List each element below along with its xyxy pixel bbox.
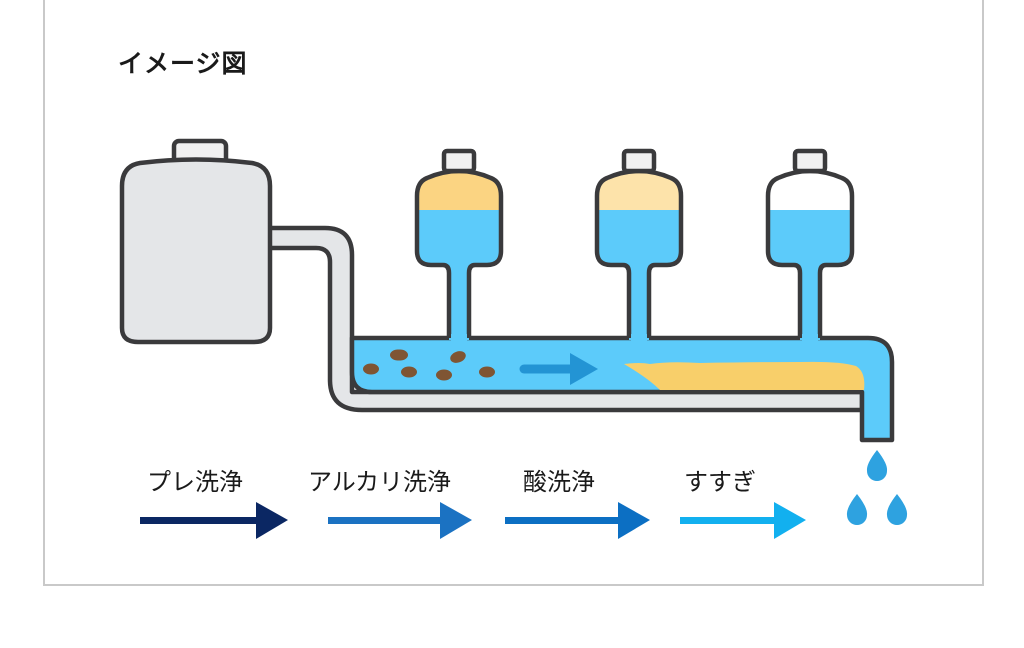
- bottle-cap: [792, 148, 828, 174]
- step-arrow-shaft: [140, 517, 258, 524]
- water-drop: [846, 494, 868, 525]
- bottle-neck-joint: [631, 334, 647, 342]
- step-arrow-head: [440, 502, 472, 539]
- dirt-particle: [363, 363, 379, 375]
- bottle-cap: [621, 148, 657, 174]
- step-arrow: [328, 502, 472, 539]
- step-label-rinse: すすぎ: [684, 468, 756, 496]
- step-arrow-head: [774, 502, 806, 539]
- bottle-water: [768, 210, 852, 340]
- supply-pipe: [263, 225, 865, 413]
- step-label-alkali-wash: アルカリ洗浄: [308, 468, 452, 496]
- water-drop: [866, 450, 888, 481]
- bottle-neck-joint: [802, 334, 818, 342]
- bottle-water: [597, 210, 681, 340]
- bottle-neck-joint: [451, 334, 467, 342]
- dirt-particle: [479, 366, 495, 378]
- pipe-body: [263, 225, 865, 413]
- diagram-title: イメージ図: [118, 49, 248, 78]
- step-arrow-shaft: [505, 517, 620, 524]
- water-drop: [886, 494, 908, 525]
- step-arrow: [505, 502, 650, 539]
- dirt-particle: [401, 366, 417, 378]
- residue-film: [624, 361, 865, 390]
- step-arrow-head: [618, 502, 650, 539]
- dirt-particle: [436, 369, 452, 381]
- acid-bottle: [594, 148, 684, 342]
- bottle-water: [417, 210, 501, 340]
- main-tank: [119, 138, 273, 345]
- dirt-particle: [390, 349, 406, 361]
- step-arrow-shaft: [680, 517, 776, 524]
- step-arrow: [140, 502, 288, 539]
- step-arrow-head: [256, 502, 288, 539]
- flow-arrow: [519, 353, 598, 385]
- rinse-bottle: [765, 148, 855, 342]
- tank-body: [119, 157, 273, 345]
- alkali-bottle: [414, 148, 504, 342]
- step-arrow: [680, 502, 806, 539]
- dirt-particle: [450, 351, 466, 363]
- step-label-acid-wash: 酸洗浄: [523, 468, 595, 496]
- bottle-cap: [441, 148, 477, 174]
- step-label-pre-wash: プレ洗浄: [147, 468, 243, 496]
- step-arrow-shaft: [328, 517, 442, 524]
- water-drops: [846, 450, 908, 525]
- dirt-particles: [363, 349, 495, 381]
